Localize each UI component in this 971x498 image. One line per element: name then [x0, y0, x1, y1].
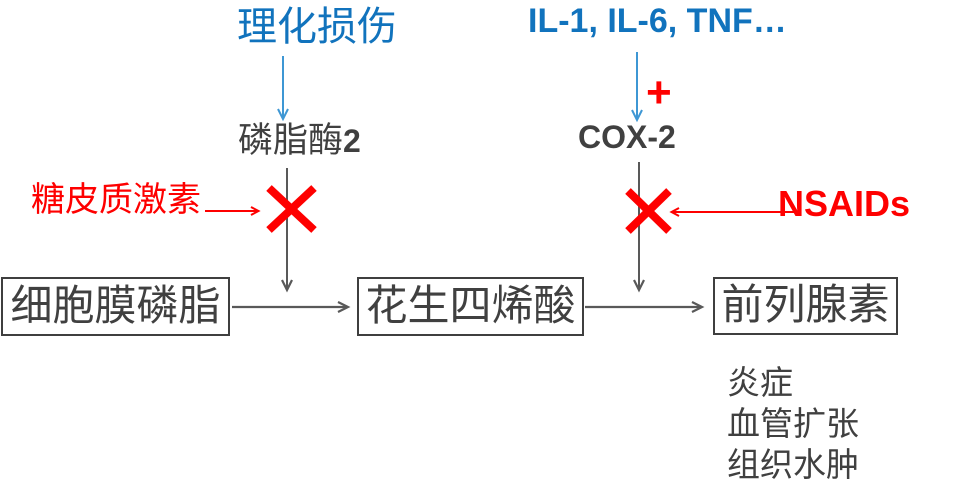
pla2-block-x-icon	[266, 185, 317, 233]
effects-list: 炎症 血管扩张 组织水肿	[727, 364, 859, 487]
prostaglandin-label: 前列腺素	[721, 283, 890, 329]
effect-tissue-edema: 组织水肿	[727, 448, 859, 484]
plus-icon: +	[646, 68, 672, 117]
cox2-block-x-icon	[625, 188, 672, 234]
effect-vasodilation: 血管扩张	[727, 407, 859, 443]
cytokines-label: IL-1, IL-6, TNF…	[528, 2, 787, 40]
nsaids-label: NSAIDs	[778, 183, 911, 224]
effect-inflammation: 炎症	[727, 366, 793, 402]
phospholipase-name: 磷脂酶	[238, 121, 344, 160]
prostaglandin-box: 前列腺素	[713, 277, 898, 335]
arachidonic-acid-box: 花生四烯酸	[357, 277, 584, 336]
cox2-label: COX-2	[578, 119, 676, 155]
physical-injury-label: 理化损伤	[237, 4, 397, 49]
phospholipase2-label: 磷脂酶2	[238, 123, 361, 158]
arachidonic-acid-label: 花生四烯酸	[365, 283, 576, 330]
glucocorticoid-label: 糖皮质激素	[31, 182, 201, 219]
membrane-phospholipid-label: 细胞膜磷脂	[10, 283, 221, 330]
phospholipase-number: 2	[343, 123, 361, 159]
membrane-phospholipid-box: 细胞膜磷脂	[1, 277, 230, 336]
